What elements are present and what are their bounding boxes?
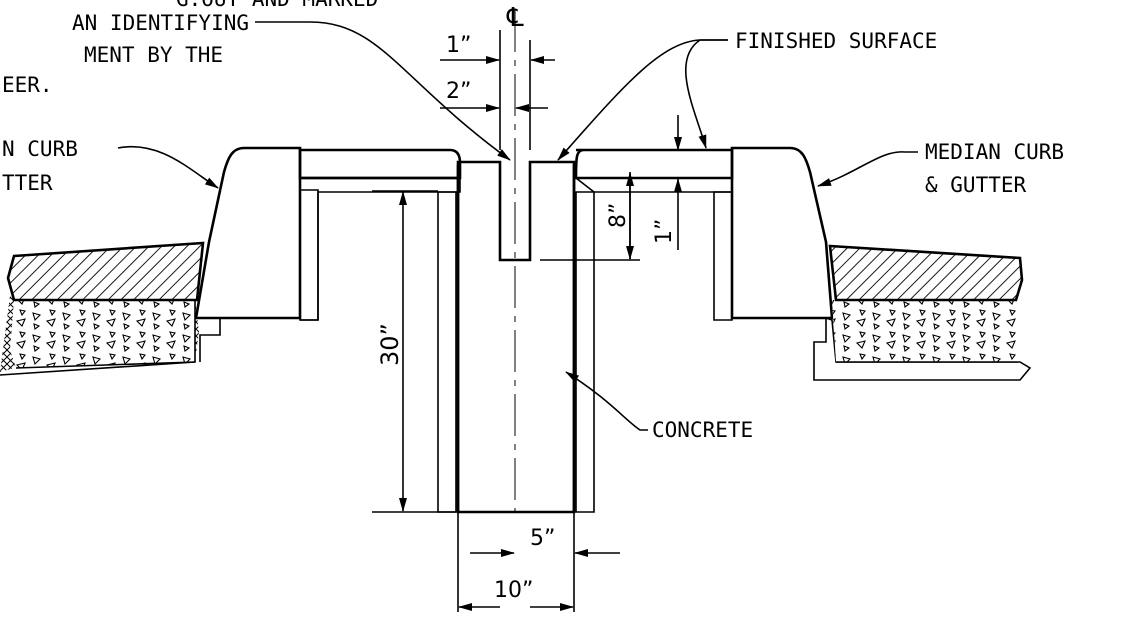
dimension-lines [372,30,682,612]
note-line-3: MENT BY THE [84,43,223,67]
finished-surface-label: FINISHED SURFACE [735,29,937,53]
dimension-slot-offset: 2” [446,79,471,104]
left-pavement-section [0,241,221,376]
right-curb-and-gutter [573,146,834,321]
center-wall-section [437,10,595,514]
right-curb-label-line-1: MEDIAN CURB [925,140,1064,164]
concrete-label: CONCRETE [652,418,753,442]
dimension-slot-width: 1” [446,33,471,58]
dimension-half-width: 5” [530,526,555,551]
left-curb-and-gutter [194,146,462,321]
note-line-4: EER. [2,73,53,97]
left-curb-label-line-1: N CURB [2,137,78,161]
left-curb-label-line-2: TTER [2,171,53,195]
left-base-strip [299,177,461,321]
dimension-wall-depth: 30” [376,323,404,366]
note-line-2: AN IDENTIFYING [72,11,249,35]
dimension-slot-depth: 8” [606,203,631,228]
right-curb-label-line-2: & GUTTER [925,173,1027,197]
dimension-full-width: 10” [494,578,533,603]
note-line-1: G.OUT AND MARKED [176,0,378,11]
right-pavement-section [813,244,1032,381]
dimension-cap-thickness: 1” [652,219,677,244]
leader-lines [117,21,918,431]
centerline-symbol: ℄ [506,3,524,33]
